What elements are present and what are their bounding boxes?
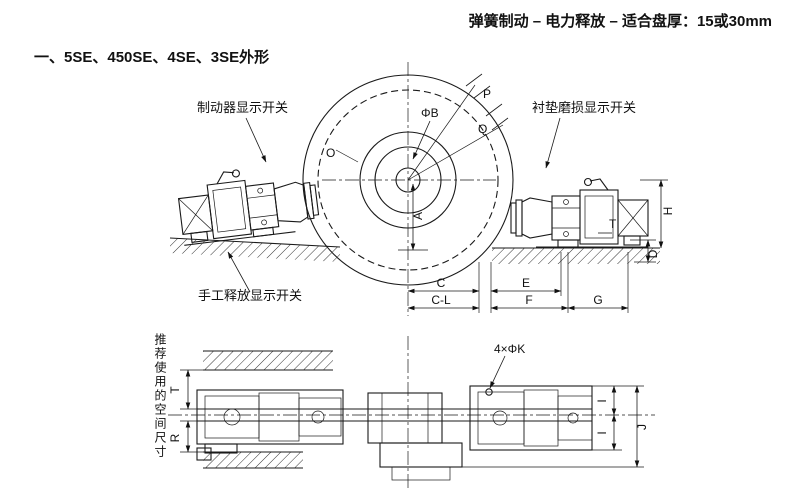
- page-title: 弹簧制动 – 电力释放 – 适合盘厚：15或30mm: [468, 13, 772, 30]
- dim-j-label: J: [635, 424, 649, 430]
- dim-q-label: Q: [478, 122, 487, 136]
- dim-a-label: A: [411, 212, 425, 220]
- left-brake-caliper: [175, 160, 321, 246]
- plan-view-dimensions: [180, 355, 644, 468]
- brake-disc-front-view: [302, 62, 514, 316]
- dim-p-label: P: [483, 87, 491, 101]
- dim-r-label: R: [168, 433, 182, 442]
- dim-g-label: G: [593, 293, 602, 307]
- right-brake-unit-top-view: [469, 385, 593, 451]
- dim-f-label: F: [525, 293, 532, 307]
- brake-indicator-switch-label: 制动器显示开关: [197, 100, 288, 115]
- dim-c-label: C: [437, 276, 446, 290]
- dim-c-l-label: C-L: [431, 293, 451, 307]
- pad-wear-indicator-switch-label: 衬垫磨损显示开关: [532, 100, 636, 115]
- right-ground-hatch: [492, 247, 660, 264]
- dim-t-left-label: T: [168, 386, 182, 394]
- main-view-dimensions: [335, 73, 668, 313]
- left-brake-unit-top-view: [196, 389, 344, 461]
- right-brake-caliper: [510, 177, 649, 248]
- manual-release-switch-label: 手工释放显示开关: [198, 288, 302, 303]
- callout-leaders: [227, 117, 561, 293]
- dim-d-label: D: [646, 249, 660, 258]
- dim-t-right-label: T: [609, 217, 617, 231]
- dim-phi-b-label: ΦB: [421, 106, 439, 120]
- plan-view: [168, 336, 655, 490]
- dim-e-label: E: [522, 276, 530, 290]
- dim-o-label: O: [326, 146, 335, 160]
- section-heading: 一、5SE、450SE、4SE、3SE外形: [34, 49, 270, 66]
- recommended-space-note: 推荐使用的空间尺寸: [153, 333, 167, 459]
- dim-h-label: H: [661, 207, 675, 216]
- left-ground-hatch: [169, 237, 341, 262]
- bolt-holes-label: 4×ΦK: [494, 342, 525, 356]
- dim-i-bottom-label: I: [595, 431, 609, 434]
- dim-i-top-label: I: [595, 399, 609, 402]
